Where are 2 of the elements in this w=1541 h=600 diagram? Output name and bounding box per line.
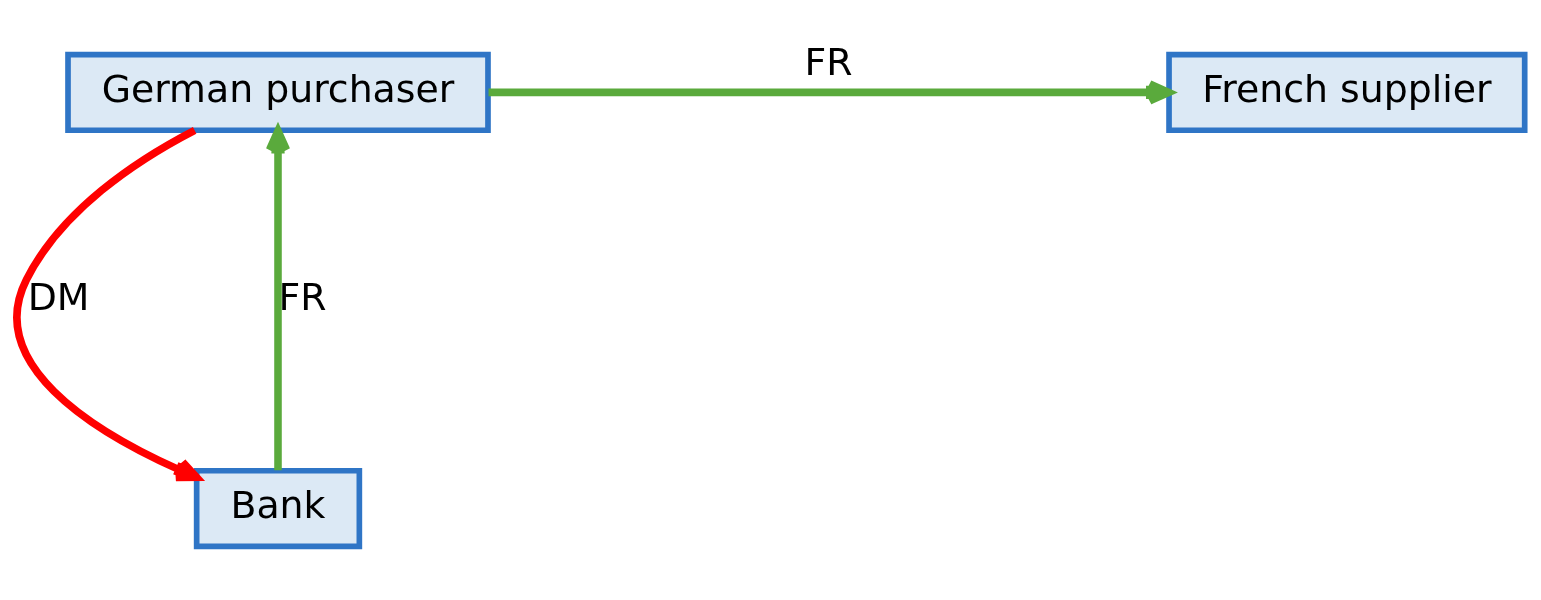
edge-label: FR xyxy=(804,39,853,84)
edge-label: FR xyxy=(278,274,327,319)
